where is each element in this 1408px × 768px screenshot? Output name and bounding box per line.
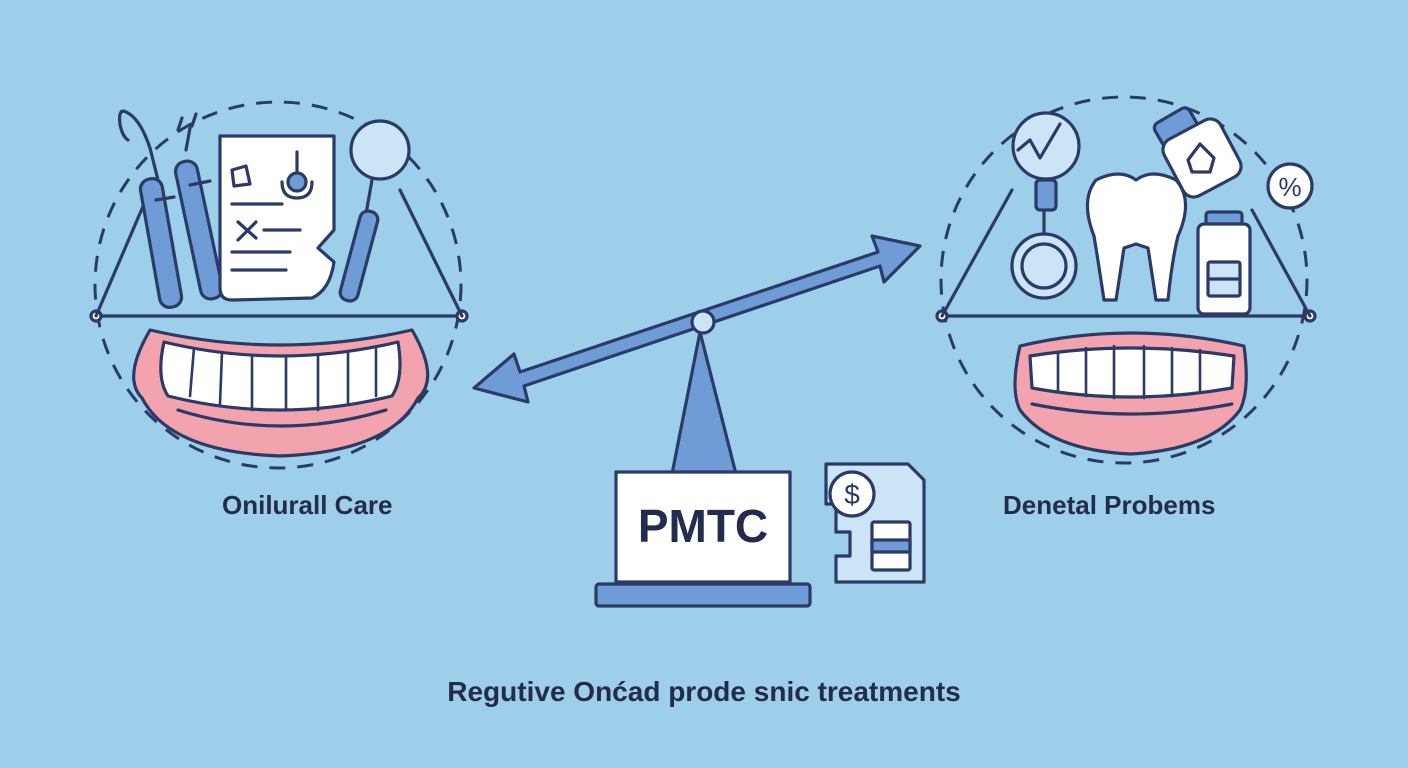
left-panel-label: Onilurall Care [222, 490, 393, 520]
bottom-caption: Regutive Onćad prode snic treatments [447, 676, 961, 707]
scaler-icon [173, 112, 225, 301]
document-icon [218, 134, 336, 302]
balance-scale-icon [472, 234, 922, 608]
percent-icon: % [1266, 162, 1314, 210]
right-scale-string [1250, 208, 1312, 318]
balance-pivot [670, 330, 738, 476]
pmtc-label: PMTC [637, 500, 769, 552]
dental-explorer-icon [118, 109, 184, 309]
left-smile [132, 328, 430, 458]
right-panel-label: Denetal Probems [1003, 490, 1216, 520]
bottle-icon [1152, 106, 1243, 199]
right-dashed-circle [939, 95, 1309, 465]
left-care-group [89, 100, 469, 470]
mirror-probe-icon [1010, 111, 1081, 300]
thermometer-icon [280, 150, 314, 200]
left-dashed-circle [93, 100, 463, 470]
right-problems-group: % [935, 95, 1317, 465]
right-scale-string [940, 188, 1014, 318]
left-scale-string [398, 188, 464, 318]
tooth-icon [1085, 172, 1188, 302]
balance-base [594, 582, 812, 608]
left-scale-string [94, 188, 152, 318]
jar-icon [1196, 210, 1252, 316]
dollar-document-icon: $ [824, 462, 926, 584]
mirror-icon [338, 119, 411, 303]
percent-symbol: % [1278, 172, 1301, 202]
pmtc-box [614, 470, 792, 584]
right-smile [1013, 331, 1248, 456]
dollar-symbol: $ [844, 479, 860, 510]
